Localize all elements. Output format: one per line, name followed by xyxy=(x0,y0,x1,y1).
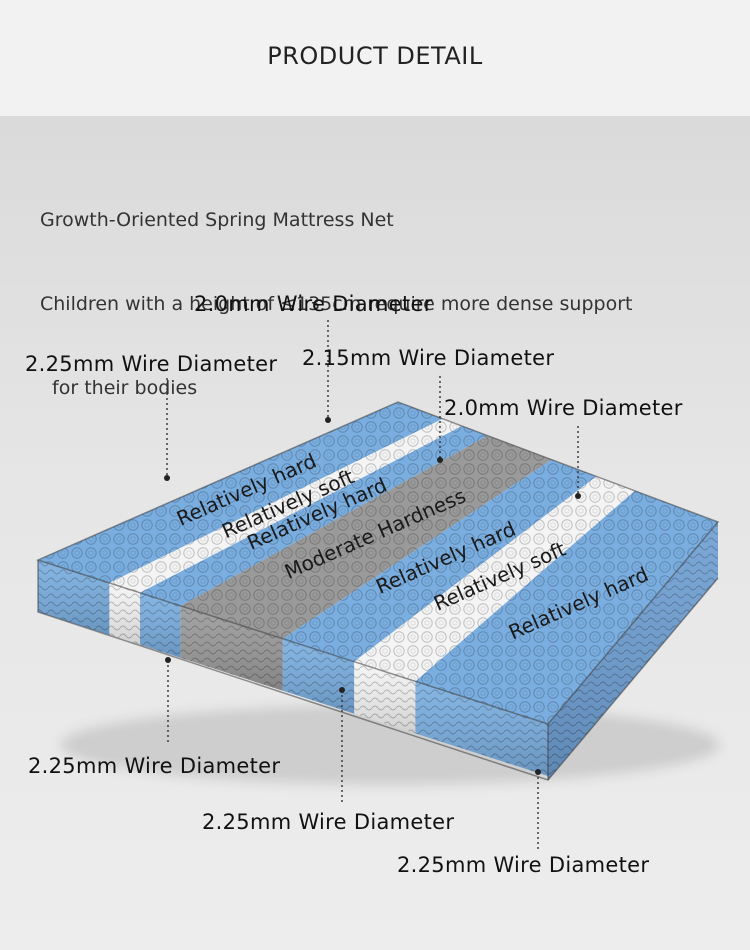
leader-dot-7 xyxy=(535,769,541,775)
intro-line-3: for their bodies xyxy=(46,377,198,399)
leader-dot-5 xyxy=(165,657,171,663)
mattress-front-side xyxy=(38,560,548,776)
leader-dot-6 xyxy=(339,687,345,693)
intro-line-2: Children with a height of ≤135cm require… xyxy=(40,293,633,315)
mattress-top-zones xyxy=(38,402,718,724)
header-bar: PRODUCT DETAIL xyxy=(0,0,750,116)
callout-2-0mm-top-right: 2.0mm Wire Diameter xyxy=(444,396,683,420)
intro-line-1: Growth-Oriented Spring Mattress Net xyxy=(40,209,394,231)
leader-dot-2 xyxy=(325,417,331,423)
callout-2-25mm-bottom-right: 2.25mm Wire Diameter xyxy=(397,853,650,877)
leader-dot-3 xyxy=(437,457,443,463)
callout-2-0mm-top-soft: 2.0mm Wire Diameter xyxy=(194,292,433,316)
intro-text: Growth-Oriented Spring Mattress Net Chil… xyxy=(40,150,632,430)
page-title: PRODUCT DETAIL xyxy=(267,42,483,70)
callout-2-15mm-top-mid: 2.15mm Wire Diameter xyxy=(302,346,555,370)
callout-2-25mm-top-left: 2.25mm Wire Diameter xyxy=(25,352,278,376)
callout-2-25mm-bottom-left: 2.25mm Wire Diameter xyxy=(28,754,281,778)
callout-leader-lines xyxy=(164,320,581,850)
callout-2-25mm-bottom-mid: 2.25mm Wire Diameter xyxy=(202,810,455,834)
mattress-top-outline xyxy=(35,401,720,725)
leader-dot-1 xyxy=(164,475,170,481)
leader-dot-4 xyxy=(575,493,581,499)
